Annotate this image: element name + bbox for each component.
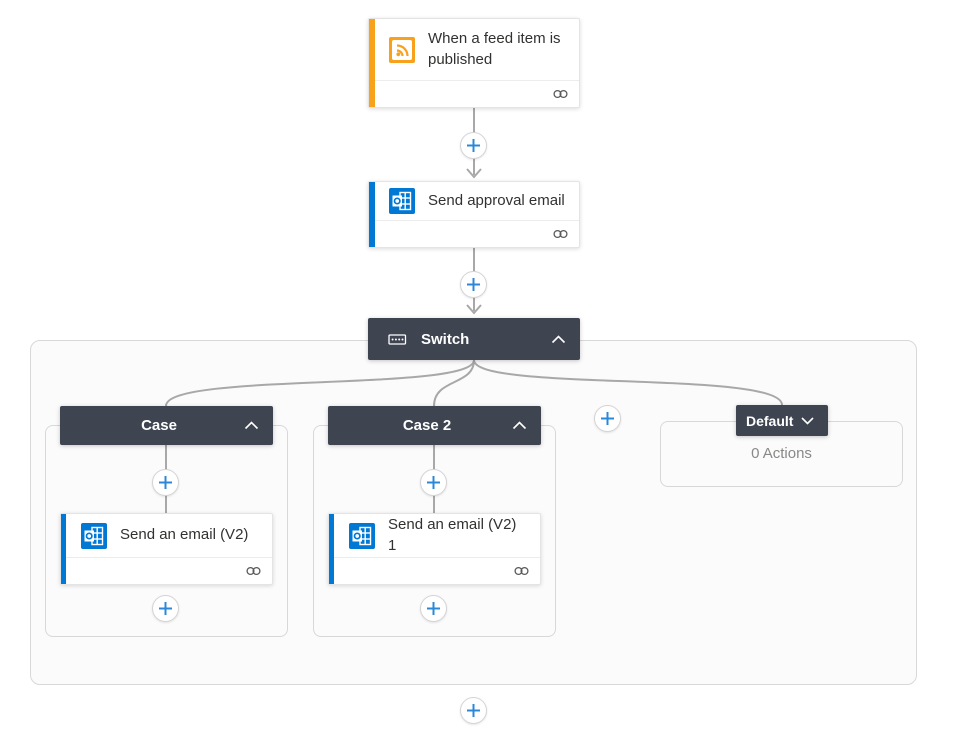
chevron-up-icon[interactable]: [244, 421, 259, 430]
action-title: Send an email (V2) 1: [388, 516, 517, 554]
case-2-header[interactable]: Case 2: [328, 406, 541, 445]
trigger-title: When a feed item is published: [428, 30, 561, 68]
chevron-up-icon[interactable]: [551, 334, 566, 344]
case-2-new-step-button[interactable]: [420, 595, 447, 622]
action-accent-bar: [61, 514, 66, 584]
case-1-insert-action-button[interactable]: [152, 469, 179, 496]
default-branch-header[interactable]: Default: [736, 405, 828, 436]
outlook-icon: [81, 522, 107, 549]
outlook-icon: [349, 522, 375, 549]
action-card-send-an-email-v2-1[interactable]: Send an email (V2) 1: [328, 513, 541, 585]
switch-icon: [388, 333, 407, 346]
action-accent-bar: [369, 182, 375, 247]
case-1-label: Case: [141, 417, 177, 434]
insert-step-after-trigger-button[interactable]: [460, 132, 487, 159]
case-1-header[interactable]: Case: [60, 406, 273, 445]
chevron-up-icon[interactable]: [512, 421, 527, 430]
chevron-down-icon[interactable]: [801, 416, 815, 425]
add-case-button[interactable]: [594, 405, 621, 432]
case-2-label: Case 2: [402, 417, 452, 434]
switch-label: Switch: [421, 330, 470, 348]
trigger-accent-bar: [369, 19, 375, 107]
switch-header[interactable]: Switch: [368, 318, 580, 360]
action-title: Send approval email: [428, 191, 565, 209]
action-card-send-approval-email[interactable]: Send approval email: [368, 181, 580, 248]
case-2-insert-action-button[interactable]: [420, 469, 447, 496]
connection-link-icon: [552, 228, 569, 240]
connection-link-icon: [513, 565, 530, 577]
default-branch-label: Default: [746, 412, 794, 429]
action-card-send-an-email-v2[interactable]: Send an email (V2): [60, 513, 273, 585]
outlook-icon: [389, 188, 415, 214]
insert-step-before-switch-button[interactable]: [460, 271, 487, 298]
new-step-after-switch-button[interactable]: [460, 697, 487, 724]
default-branch-empty-text: 0 Actions: [751, 445, 812, 462]
trigger-card[interactable]: When a feed item is published: [368, 18, 580, 108]
case-1-new-step-button[interactable]: [152, 595, 179, 622]
connection-link-icon: [245, 565, 262, 577]
action-title: Send an email (V2): [120, 526, 249, 544]
connection-link-icon: [552, 88, 569, 100]
action-accent-bar: [329, 514, 334, 584]
rss-icon: [389, 36, 415, 63]
